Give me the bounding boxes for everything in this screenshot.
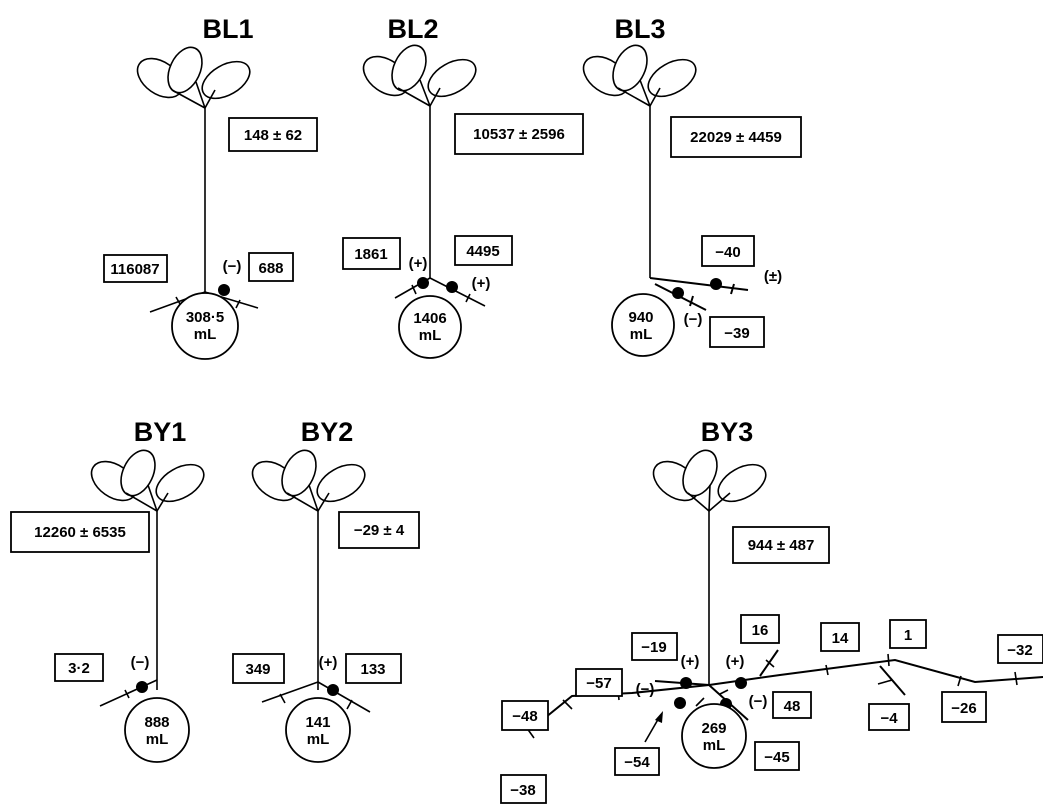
root-value: 133 xyxy=(360,661,385,678)
plant-bl3: BL3 22029 ± 4459 (±) (−) −40 −39 940 mL xyxy=(576,14,801,356)
root-value: 1 xyxy=(904,627,912,644)
root-value: 4495 xyxy=(466,243,499,260)
sample-point xyxy=(680,677,692,689)
leaves-bl1 xyxy=(130,42,256,108)
root-value: −26 xyxy=(951,700,976,717)
root-value: 116087 xyxy=(110,261,159,278)
leaf xyxy=(422,52,482,104)
sign-label: (+) xyxy=(726,653,745,670)
leaf xyxy=(150,457,210,509)
root-value: 1861 xyxy=(354,246,387,263)
root-value: −39 xyxy=(724,325,749,342)
rhizosphere-volume: 940 xyxy=(628,309,653,326)
leaves-by3 xyxy=(646,445,772,511)
rhizosphere-unit: mL xyxy=(703,737,726,754)
sign-label: (+) xyxy=(319,654,338,671)
root-value: −40 xyxy=(715,244,740,261)
leaves-bl2 xyxy=(356,40,482,106)
root-value: 688 xyxy=(258,260,283,277)
rhizosphere-volume: 141 xyxy=(305,714,330,731)
rhizosphere-unit: mL xyxy=(630,326,653,343)
rhizosphere-unit: mL xyxy=(146,731,169,748)
rhizosphere-unit: mL xyxy=(307,731,330,748)
sign-label: (+) xyxy=(681,653,700,670)
root-value: 14 xyxy=(832,630,849,647)
leaf xyxy=(642,52,702,104)
sign-label: (−) xyxy=(223,258,242,275)
plant-by1: BY1 12260 ± 6535 (−) 3·2 888 mL xyxy=(11,417,210,762)
root-value: −48 xyxy=(512,708,537,725)
shoot-value: −29 ± 4 xyxy=(354,522,405,539)
sign-label: (−) xyxy=(684,311,703,328)
root-value: 349 xyxy=(245,661,270,678)
rhizosphere-volume: 888 xyxy=(144,714,169,731)
root-value: −19 xyxy=(641,639,666,656)
sample-point xyxy=(735,677,747,689)
plant-title-by2: BY2 xyxy=(301,417,354,447)
plant-title-bl1: BL1 xyxy=(202,14,253,44)
sign-label: (−) xyxy=(749,693,768,710)
sample-point xyxy=(446,281,458,293)
leaves-by1 xyxy=(84,445,210,511)
sample-point xyxy=(136,681,148,693)
sample-point xyxy=(218,284,230,296)
sign-label: (±) xyxy=(764,268,782,285)
sample-point xyxy=(327,684,339,696)
sample-point xyxy=(674,697,686,709)
rhizosphere-unit: mL xyxy=(419,327,442,344)
shoot-value: 944 ± 487 xyxy=(748,537,815,554)
rhizosphere-unit: mL xyxy=(194,326,217,343)
root-value: −54 xyxy=(624,754,650,771)
plant-title-bl3: BL3 xyxy=(614,14,665,44)
leaf xyxy=(311,457,371,509)
main-root-right xyxy=(655,660,1043,685)
shoot-value: 10537 ± 2596 xyxy=(473,126,565,143)
plant-title-by3: BY3 xyxy=(701,417,754,447)
leaf xyxy=(196,54,256,106)
sample-point xyxy=(672,287,684,299)
sign-label: (+) xyxy=(472,275,491,292)
root-value: 48 xyxy=(784,698,801,715)
plant-bl2: BL2 10537 ± 2596 (+) (+) 1861 4495 1406 … xyxy=(343,14,583,358)
plant-bl1: BL1 148 ± 62 (−) 116087 688 308·5 mL xyxy=(104,14,317,359)
root-value: −4 xyxy=(880,710,898,727)
sign-label: (+) xyxy=(409,255,428,272)
leaves-bl3 xyxy=(576,40,702,106)
sample-point xyxy=(710,278,722,290)
root-value: −45 xyxy=(764,749,789,766)
sign-label: (−) xyxy=(636,681,655,698)
sample-point xyxy=(417,277,429,289)
rhizosphere-volume: 1406 xyxy=(413,310,446,327)
root-value: 3·2 xyxy=(68,660,90,677)
plant-by3: BY3 944 ± 487 (+) (+) (−) (−) −19 16 14 xyxy=(501,417,1043,803)
plant-by2: BY2 −29 ± 4 (+) 349 133 141 mL xyxy=(233,417,419,762)
plant-title-by1: BY1 xyxy=(134,417,187,447)
shoot-value: 22029 ± 4459 xyxy=(690,129,782,146)
shoot-value: 12260 ± 6535 xyxy=(34,524,126,541)
sign-label: (−) xyxy=(131,654,150,671)
root-value: −38 xyxy=(510,782,535,799)
leaves-by2 xyxy=(245,445,371,511)
root-value: 16 xyxy=(752,622,769,639)
rhizosphere-volume: 308·5 xyxy=(186,309,224,326)
plant-title-bl2: BL2 xyxy=(387,14,438,44)
root-value: −57 xyxy=(586,675,611,692)
rhizosphere-volume: 269 xyxy=(701,720,726,737)
root-value: −32 xyxy=(1007,642,1032,659)
shoot-value: 148 ± 62 xyxy=(244,127,302,144)
